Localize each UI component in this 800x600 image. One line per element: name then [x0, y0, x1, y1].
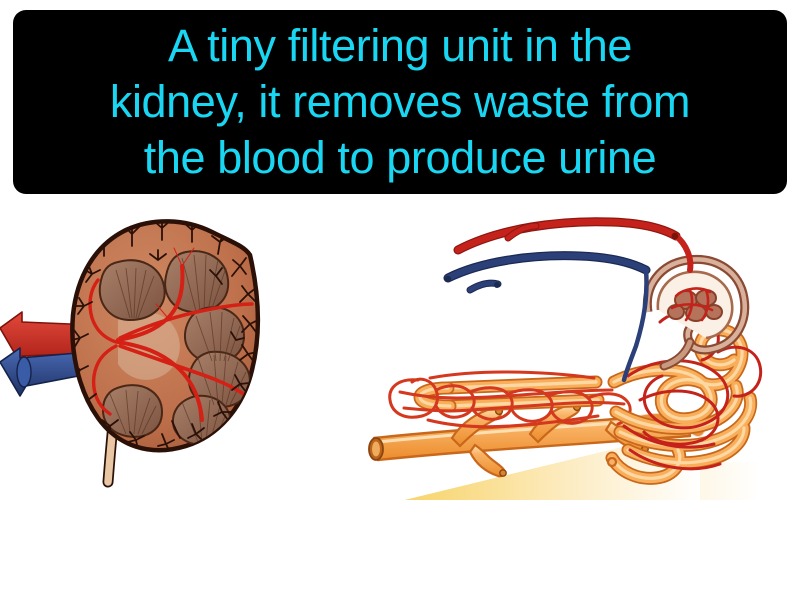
cortical-vasculature	[72, 221, 258, 451]
afferent-arteriole	[453, 217, 694, 273]
kidney-nephron-illustration	[0, 200, 800, 500]
nephron-diagram	[368, 217, 763, 485]
intrarenal-arteries	[88, 247, 254, 422]
definition-line-3: the blood to produce urine	[143, 132, 657, 183]
renal-pyramids	[98, 250, 252, 446]
definition-banner: A tiny filtering unit in the kidney, it …	[13, 10, 787, 194]
glomerulus-bowmans-capsule	[642, 254, 750, 371]
definition-line-1: A tiny filtering unit in the	[167, 20, 633, 71]
vasa-recta-capillaries	[388, 370, 632, 429]
efferent-venule	[443, 251, 651, 383]
kidney-cross-section	[0, 219, 261, 488]
definition-line-2: kidney, it removes waste from	[109, 76, 691, 127]
